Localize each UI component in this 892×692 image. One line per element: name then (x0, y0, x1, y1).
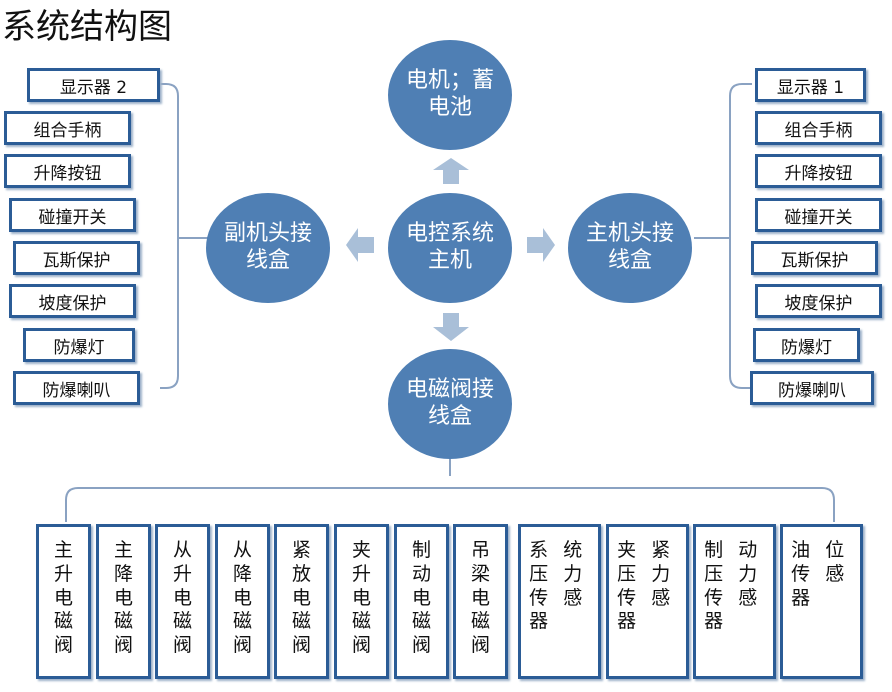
bottom-item: 从升电磁阀 (155, 524, 210, 679)
arrow-left-icon (346, 228, 374, 262)
right-item: 升降按钮 (755, 154, 882, 188)
right-item: 防爆喇叭 (750, 371, 874, 405)
right-item: 组合手柄 (755, 111, 882, 145)
control-host-node: 电控系统主机 (388, 193, 512, 303)
bottom-item: 夹紧压力传感器 (606, 524, 689, 679)
right-item: 显示器 1 (755, 68, 866, 102)
diagram-title: 系统结构图 (2, 7, 172, 47)
bottom-item: 主升电磁阀 (36, 524, 91, 679)
right-item: 坡度保护 (755, 284, 882, 318)
power-node: 电机；蓄电池 (388, 40, 512, 150)
left-item: 防爆灯 (23, 328, 135, 362)
main-head-junction-node: 主机头接线盒 (568, 193, 692, 303)
valve-junction-node: 电磁阀接线盒 (388, 349, 512, 459)
arrow-up-icon (433, 158, 469, 184)
left-item: 碰撞开关 (9, 198, 136, 232)
bottom-item: 制动电磁阀 (394, 524, 449, 679)
right-item: 防爆灯 (753, 328, 860, 362)
bottom-item: 吊梁电磁阀 (453, 524, 508, 679)
arrow-right-icon (527, 228, 555, 262)
left-item: 升降按钮 (4, 154, 131, 188)
bottom-item: 制动压力传感器 (693, 524, 776, 679)
left-item: 组合手柄 (4, 111, 131, 145)
right-item: 碰撞开关 (755, 198, 882, 232)
left-item: 防爆喇叭 (13, 371, 140, 405)
sub-head-junction-node: 副机头接线盒 (206, 193, 330, 303)
bottom-item: 油位传感器 (780, 524, 863, 679)
bottom-item: 系统压力传感器 (518, 524, 601, 679)
arrow-down-icon (433, 313, 469, 341)
bottom-item: 夹升电磁阀 (334, 524, 389, 679)
bottom-item: 紧放电磁阀 (274, 524, 329, 679)
left-item: 显示器 2 (27, 68, 160, 102)
right-item: 瓦斯保护 (751, 241, 878, 275)
bottom-item: 从降电磁阀 (215, 524, 270, 679)
left-item: 瓦斯保护 (13, 241, 140, 275)
bottom-item: 主降电磁阀 (96, 524, 151, 679)
left-item: 坡度保护 (9, 284, 136, 318)
